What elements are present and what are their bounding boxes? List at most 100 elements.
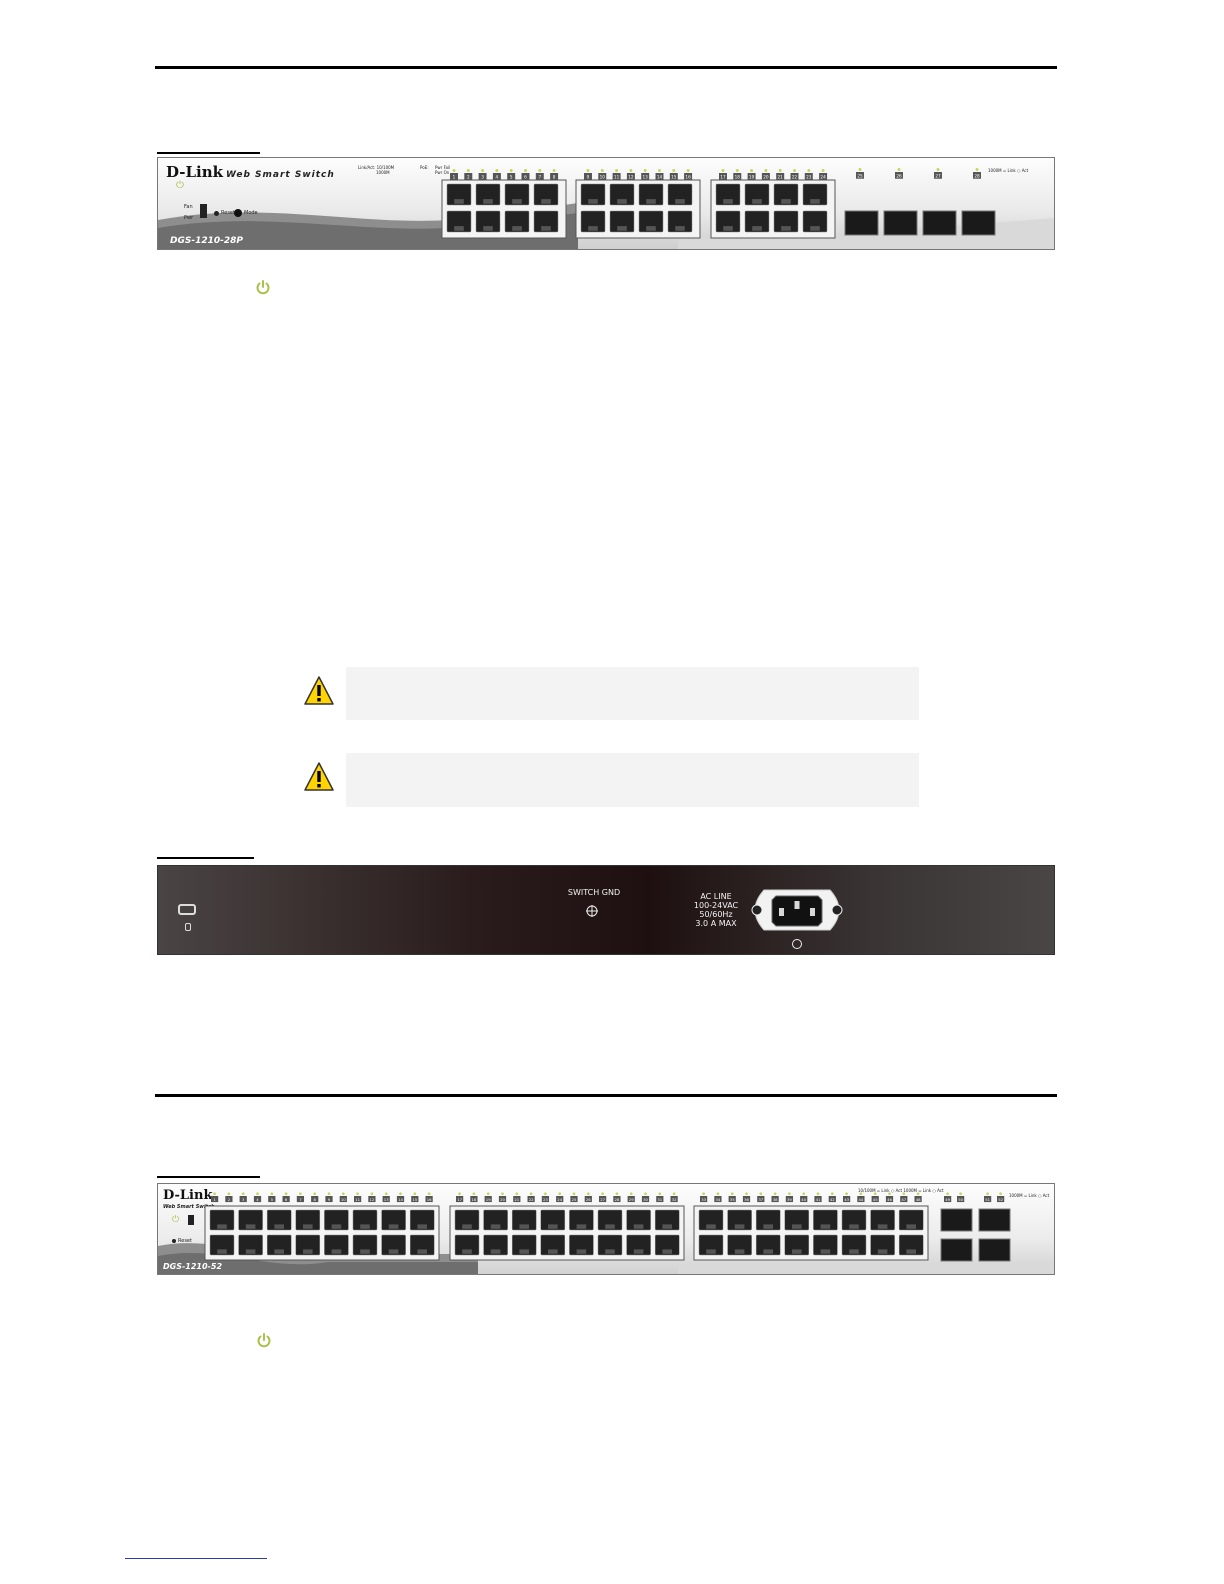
rj45-port[interactable]: [870, 1234, 895, 1256]
sfp-port[interactable]: [844, 210, 879, 236]
sfp-port[interactable]: [961, 210, 996, 236]
port-number-box: [719, 173, 727, 180]
rj45-port[interactable]: [870, 1209, 895, 1231]
rj45-port[interactable]: [813, 1209, 838, 1231]
port-number-label: 18: [471, 1197, 476, 1202]
rj45-port[interactable]: [483, 1234, 508, 1256]
rj45-port[interactable]: [540, 1234, 566, 1256]
rj45-port[interactable]: [533, 183, 559, 206]
rj45-port[interactable]: [638, 210, 664, 233]
rj45-port[interactable]: [504, 183, 530, 206]
rj45-port[interactable]: [266, 1209, 292, 1231]
ac-power-inlet[interactable]: [744, 886, 850, 954]
rj45-port[interactable]: [727, 1234, 752, 1256]
rj45-port[interactable]: [475, 210, 501, 233]
rj45-port[interactable]: [698, 1234, 724, 1256]
port-number-box: [450, 173, 458, 180]
console-port[interactable]: [200, 204, 207, 218]
rj45-port[interactable]: [580, 183, 606, 206]
port-led: [501, 1192, 504, 1196]
port-led: [936, 168, 940, 171]
port-latch: [331, 1224, 342, 1229]
rj45-port[interactable]: [409, 1209, 435, 1231]
rj45-port[interactable]: [569, 1234, 594, 1256]
mode-button[interactable]: [234, 209, 242, 217]
rj45-port[interactable]: [698, 1209, 724, 1231]
rj45-port[interactable]: [597, 1234, 623, 1256]
rj45-port[interactable]: [773, 210, 799, 233]
rj45-port[interactable]: [813, 1234, 838, 1256]
rj45-port[interactable]: [446, 210, 472, 233]
sfp-port[interactable]: [978, 1208, 1011, 1232]
rj45-port[interactable]: [784, 1234, 810, 1256]
rj45-port[interactable]: [266, 1234, 292, 1256]
rj45-port[interactable]: [580, 210, 606, 233]
rj45-port[interactable]: [597, 1209, 623, 1231]
rj45-port[interactable]: [504, 210, 530, 233]
rj45-port[interactable]: [533, 210, 559, 233]
rj45-port[interactable]: [483, 1209, 508, 1231]
rj45-port[interactable]: [744, 210, 770, 233]
sfp-port[interactable]: [940, 1208, 973, 1232]
rj45-port[interactable]: [727, 1209, 752, 1231]
rj45-port[interactable]: [209, 1209, 235, 1231]
rj45-port[interactable]: [773, 183, 799, 206]
rj45-port[interactable]: [626, 1234, 651, 1256]
rj45-port[interactable]: [209, 1234, 235, 1256]
legend-poe-fail: Pwr Fail: [435, 165, 451, 170]
rj45-port[interactable]: [569, 1209, 594, 1231]
rj45-port[interactable]: [381, 1209, 406, 1231]
rj45-port[interactable]: [898, 1234, 924, 1256]
port-led: [466, 169, 470, 172]
rj45-port[interactable]: [744, 183, 770, 206]
rj45-port[interactable]: [654, 1234, 680, 1256]
rj45-port[interactable]: [295, 1209, 321, 1231]
rj45-port[interactable]: [667, 183, 693, 206]
port-number-box: [944, 1196, 952, 1203]
port-latch: [646, 226, 656, 231]
rj45-port[interactable]: [352, 1234, 378, 1256]
rj45-port[interactable]: [654, 1209, 680, 1231]
rj45-port[interactable]: [755, 1209, 781, 1231]
rj45-port[interactable]: [511, 1209, 537, 1231]
port-number-box: [541, 1196, 550, 1203]
rj45-port[interactable]: [454, 1234, 480, 1256]
port-latch: [483, 199, 493, 204]
rj45-port[interactable]: [638, 183, 664, 206]
sfp-port[interactable]: [978, 1238, 1011, 1262]
rj45-port[interactable]: [238, 1234, 263, 1256]
rj45-port[interactable]: [626, 1209, 651, 1231]
rj45-port[interactable]: [381, 1234, 406, 1256]
rj45-port[interactable]: [841, 1234, 867, 1256]
rj45-port[interactable]: [755, 1234, 781, 1256]
reset-button[interactable]: [172, 1239, 176, 1243]
rj45-port[interactable]: [475, 183, 501, 206]
rj45-port[interactable]: [238, 1209, 263, 1231]
port-led: [586, 1192, 590, 1196]
rj45-port[interactable]: [715, 183, 741, 206]
reset-button[interactable]: [214, 211, 219, 216]
rj45-port[interactable]: [898, 1209, 924, 1231]
rj45-port[interactable]: [446, 183, 472, 206]
rj45-port[interactable]: [324, 1209, 349, 1231]
rj45-port[interactable]: [609, 183, 635, 206]
rj45-port[interactable]: [454, 1209, 480, 1231]
rj45-port[interactable]: [841, 1209, 867, 1231]
rj45-port[interactable]: [409, 1234, 435, 1256]
rj45-port[interactable]: [609, 210, 635, 233]
rj45-port[interactable]: [784, 1209, 810, 1231]
rj45-port[interactable]: [802, 183, 828, 206]
rj45-port[interactable]: [802, 210, 828, 233]
sfp-port[interactable]: [940, 1238, 973, 1262]
rj45-port[interactable]: [540, 1209, 566, 1231]
sfp-port[interactable]: [922, 210, 957, 236]
rj45-port[interactable]: [295, 1234, 321, 1256]
rj45-port[interactable]: [511, 1234, 537, 1256]
port-number-box: [498, 1196, 507, 1203]
rj45-port[interactable]: [324, 1234, 349, 1256]
rj45-port[interactable]: [352, 1209, 378, 1231]
console-port[interactable]: [188, 1215, 194, 1225]
rj45-port[interactable]: [715, 210, 741, 233]
rj45-port[interactable]: [667, 210, 693, 233]
sfp-port[interactable]: [883, 210, 918, 236]
